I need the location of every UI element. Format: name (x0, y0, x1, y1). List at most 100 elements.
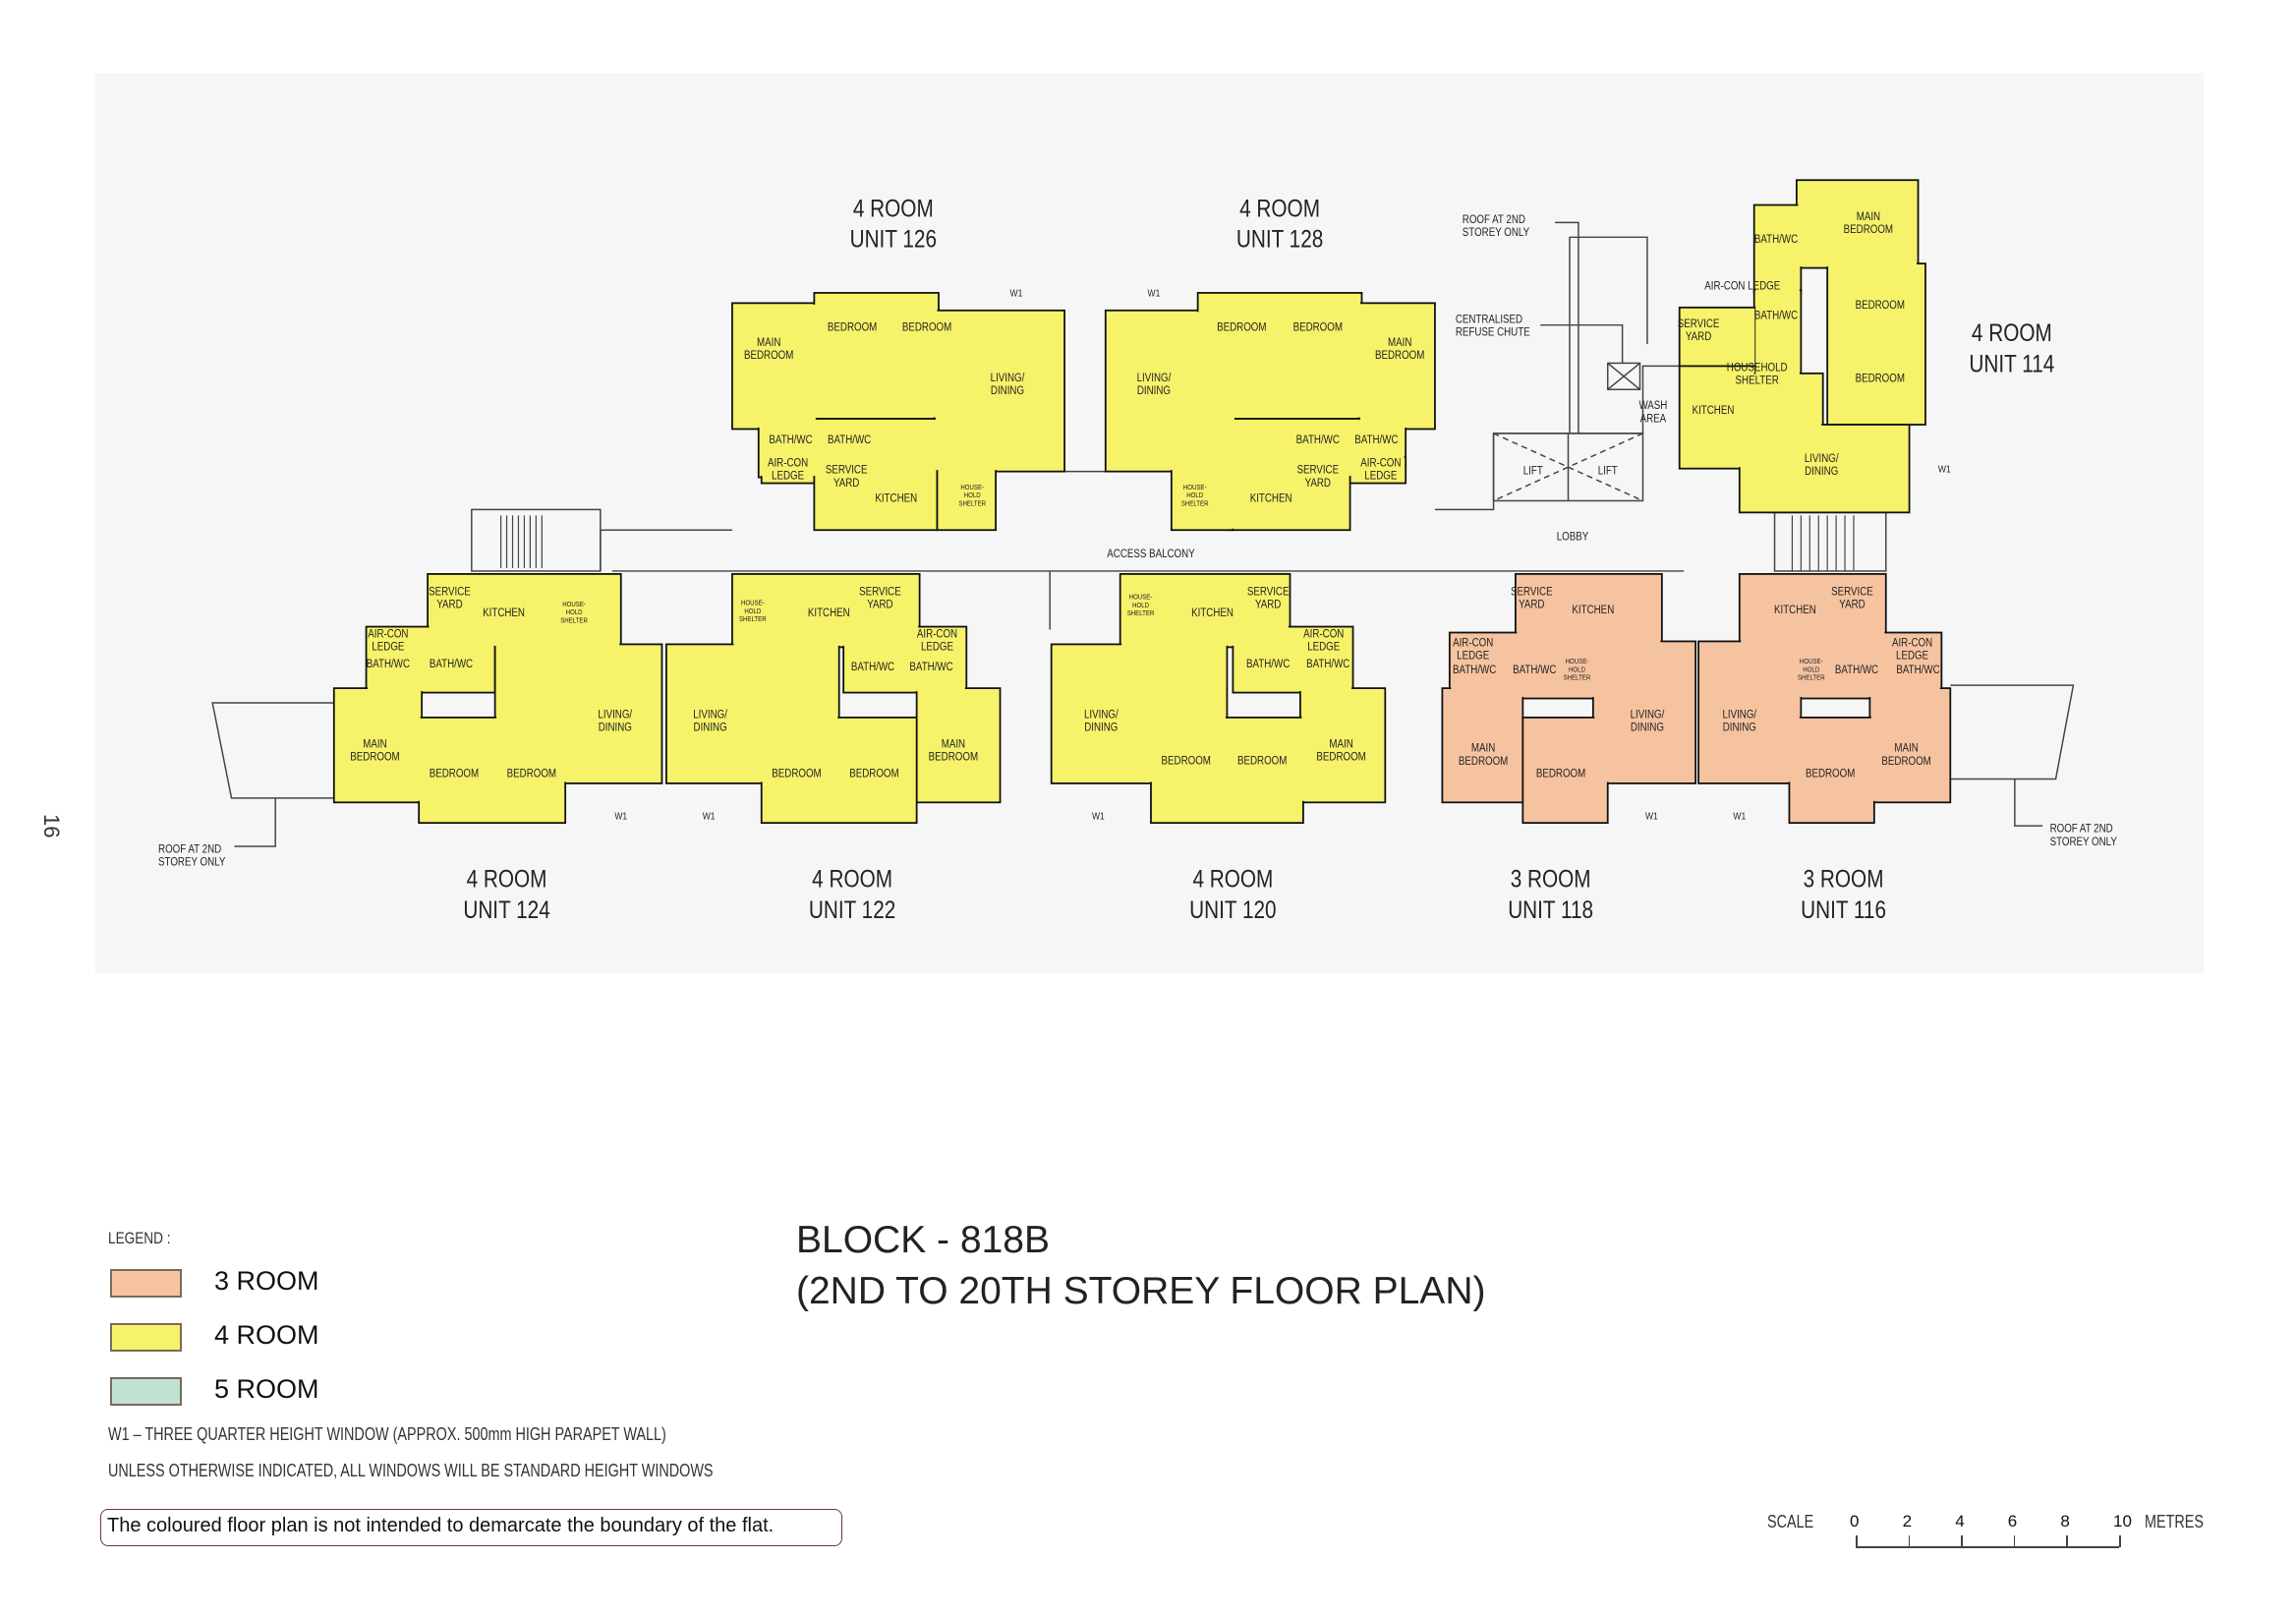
room-label: BATH/WC (828, 433, 871, 446)
room-label: BATH/WC (909, 661, 952, 673)
room-fill (1152, 719, 1302, 822)
room-fill (1755, 206, 1800, 292)
unit-type-label: 4 ROOM (1239, 194, 1320, 221)
unit-number-label: UNIT 120 (1189, 896, 1276, 923)
room-fill (335, 689, 421, 801)
room-label: LIVING/DINING (598, 709, 633, 734)
plan-annotation: LOBBY (1557, 531, 1589, 544)
room-fill (1359, 304, 1434, 428)
scale-label: SCALE (1767, 1512, 1814, 1531)
unit-number-label: UNIT 126 (850, 225, 937, 253)
room-label: BEDROOM (1806, 768, 1855, 780)
scale-tick-label: 4 (1955, 1512, 1965, 1531)
unit-number-label: UNIT 116 (1801, 896, 1886, 923)
scale-tick (1961, 1535, 1963, 1547)
room-fill (1828, 264, 1924, 424)
room-label: BATH/WC (1754, 233, 1798, 246)
room-fill (815, 294, 938, 418)
room-fill (763, 458, 813, 483)
window-w1-label: W1 (1938, 464, 1951, 476)
room-label: AIR-CON LEDGE (1704, 280, 1780, 293)
room-label: BEDROOM (1293, 321, 1343, 334)
room-fill (1301, 689, 1384, 801)
room-label: BATH/WC (1754, 310, 1798, 322)
room-label: LIVING/DINING (693, 709, 728, 734)
window-w1-label: W1 (703, 811, 716, 823)
room-fill (1798, 181, 1918, 267)
room-fill (1741, 426, 1909, 511)
room-label: BEDROOM (1856, 299, 1905, 312)
room-label: BEDROOM (1217, 321, 1266, 334)
legend-note-w1: W1 – THREE QUARTER HEIGHT WINDOW (APPROX… (108, 1424, 666, 1444)
legend-swatch-4-room (110, 1323, 182, 1352)
window-w1-label: W1 (614, 811, 627, 823)
room-label: LIVING/DINING (1137, 372, 1173, 397)
room-label: BATH/WC (367, 658, 410, 670)
scale-tick (2119, 1535, 2121, 1547)
unit-number-label: UNIT 124 (463, 896, 550, 923)
access-corridor (211, 221, 2075, 847)
room-label: LIVING/DINING (1722, 709, 1757, 734)
room-fill (1699, 642, 1800, 782)
legend-swatch-3-room (110, 1269, 182, 1298)
room-fill (815, 458, 937, 529)
unit-number-label: UNIT 122 (809, 896, 895, 923)
unit-number-label: UNIT 128 (1236, 225, 1323, 253)
room-fill (1741, 575, 1885, 643)
scale-tick (1908, 1535, 1911, 1547)
room-label: BATH/WC (1306, 658, 1349, 670)
room-fill (1681, 309, 1754, 365)
scale-tick-label: 0 (1850, 1512, 1860, 1531)
unit-number-label: UNIT 118 (1508, 896, 1593, 923)
window-w1-label: W1 (1092, 811, 1105, 823)
room-label: BEDROOM (828, 321, 877, 334)
plan-annotation: LIFT (1523, 464, 1543, 477)
room-label: BATH/WC (1246, 658, 1290, 670)
legend-label-5-room: 5 ROOM (214, 1374, 319, 1404)
window-w1-label: W1 (1645, 811, 1658, 823)
room-label: BEDROOM (1536, 768, 1585, 780)
unit-type-label: 4 ROOM (467, 865, 547, 893)
room-label: KITCHEN (483, 607, 525, 619)
room-label: BATH/WC (1354, 433, 1398, 446)
room-label: BEDROOM (849, 768, 898, 780)
room-fill (918, 689, 1000, 801)
room-label: BEDROOM (902, 321, 951, 334)
room-fill (763, 719, 916, 822)
unit-type-label: 4 ROOM (853, 194, 934, 221)
room-label: BEDROOM (772, 768, 821, 780)
room-fill (1228, 458, 1349, 529)
room-label: LIVING/DINING (1805, 452, 1840, 478)
room-label: KITCHEN (1693, 404, 1735, 417)
room-fill (1523, 719, 1607, 822)
scale-tick (2066, 1535, 2068, 1547)
scale-tick-label: 10 (2113, 1512, 2132, 1531)
room-label: BEDROOM (1162, 754, 1211, 767)
room-fill (1234, 628, 1352, 692)
unit-number-label: UNIT 114 (1969, 349, 2054, 376)
